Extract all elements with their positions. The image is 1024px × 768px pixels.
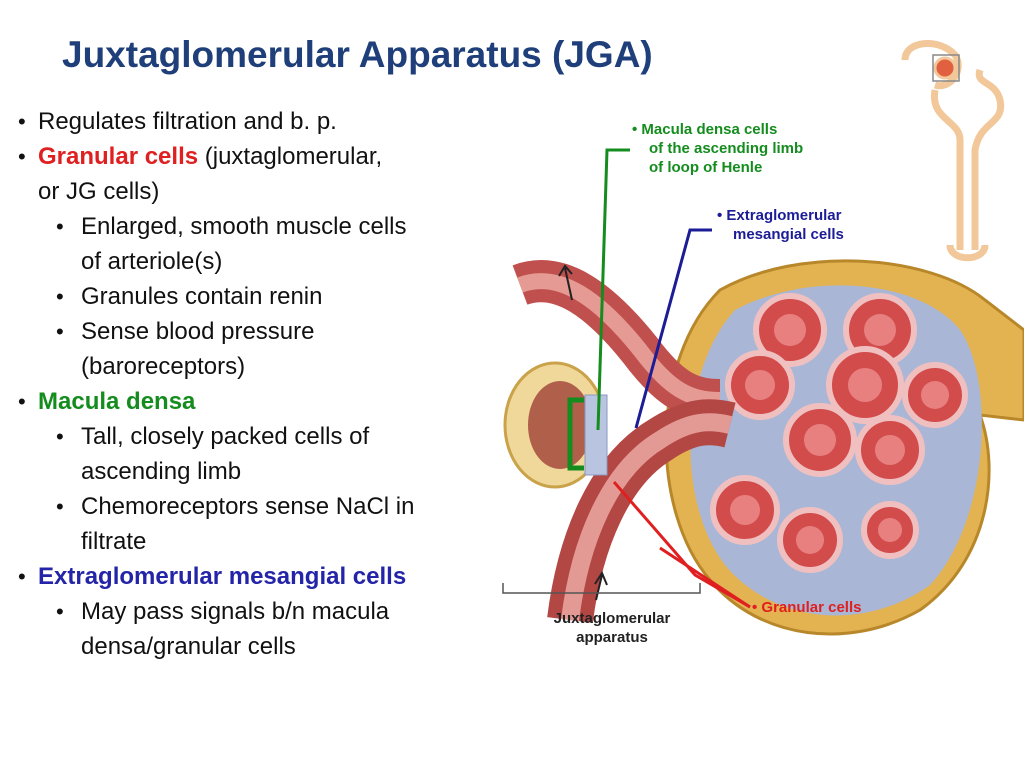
extraglomerular-heading: Extraglomerular mesangial cells (38, 563, 407, 590)
subbullet-chemoreceptors-cont: filtrate (81, 528, 147, 555)
macula-densa-heading: Macula densa (38, 388, 196, 415)
bullet-regulates: Regulates filtration and b. p. (18, 104, 518, 139)
macula-densa-leader (596, 148, 630, 431)
jga-label-line2: apparatus (576, 629, 648, 646)
jga-label-line1: Juxtaglomerular (553, 610, 671, 627)
subbullet-chemoreceptors: Chemoreceptors sense NaCl in (18, 489, 518, 524)
bullet-macula-densa: Macula densa (18, 384, 518, 419)
extra-label-line2: mesangial cells (733, 226, 844, 243)
bullet-list: Regulates filtration and b. p. Granular … (18, 104, 518, 664)
granular-cells-label: • Granular cells (752, 599, 862, 616)
bullet-extraglomerular: Extraglomerular mesangial cells (18, 559, 518, 594)
arterioles (512, 260, 736, 624)
extraglomerular-label: • Extraglomerular mesangial cells (717, 206, 844, 244)
macula-densa-label: • Macula densa cells of the ascending li… (632, 120, 803, 177)
subbullet-sense-bp: Sense blood pressure (18, 314, 518, 349)
extraglomerular-leader (634, 228, 712, 429)
granular-cells-rest: (juxtaglomerular, (198, 143, 383, 170)
slide-title: Juxtaglomerular Apparatus (JGA) (62, 34, 653, 75)
granular-leader-2 (659, 546, 751, 609)
extra-label-line1: • Extraglomerular (717, 207, 842, 224)
macula-densa-bracket (567, 397, 584, 471)
subbullet-enlarged-cells: Enlarged, smooth muscle cells (18, 209, 518, 244)
jga-bracket (502, 583, 701, 594)
macula-label-line1: • Macula densa cells (632, 121, 778, 138)
subbullet-enlarged-cells-cont: of arteriole(s) (81, 248, 223, 275)
jga-label: Juxtaglomerular apparatus (522, 609, 702, 647)
nephron-thumbnail (901, 40, 1005, 262)
macula-label-line3: of loop of Henle (649, 159, 763, 176)
subbullet-pass-signals: May pass signals b/n macula (18, 594, 518, 629)
granular-cells-heading: Granular cells (38, 143, 199, 170)
subbullet-renin: Granules contain renin (18, 279, 518, 314)
macula-label-line2: of the ascending limb (649, 140, 804, 157)
ascending-limb (503, 361, 608, 489)
bullet-granular-cells: Granular cells (juxtaglomerular, (18, 139, 518, 174)
subbullet-pass-signals-cont: densa/granular cells (81, 633, 296, 660)
subbullet-sense-bp-cont: (baroreceptors) (81, 353, 246, 380)
subbullet-tall-cells-cont: ascending limb (81, 458, 242, 485)
granular-cells-continuation: or JG cells) (38, 178, 160, 205)
glomerulus (664, 259, 1024, 636)
subbullet-tall-cells: Tall, closely packed cells of (18, 419, 518, 454)
